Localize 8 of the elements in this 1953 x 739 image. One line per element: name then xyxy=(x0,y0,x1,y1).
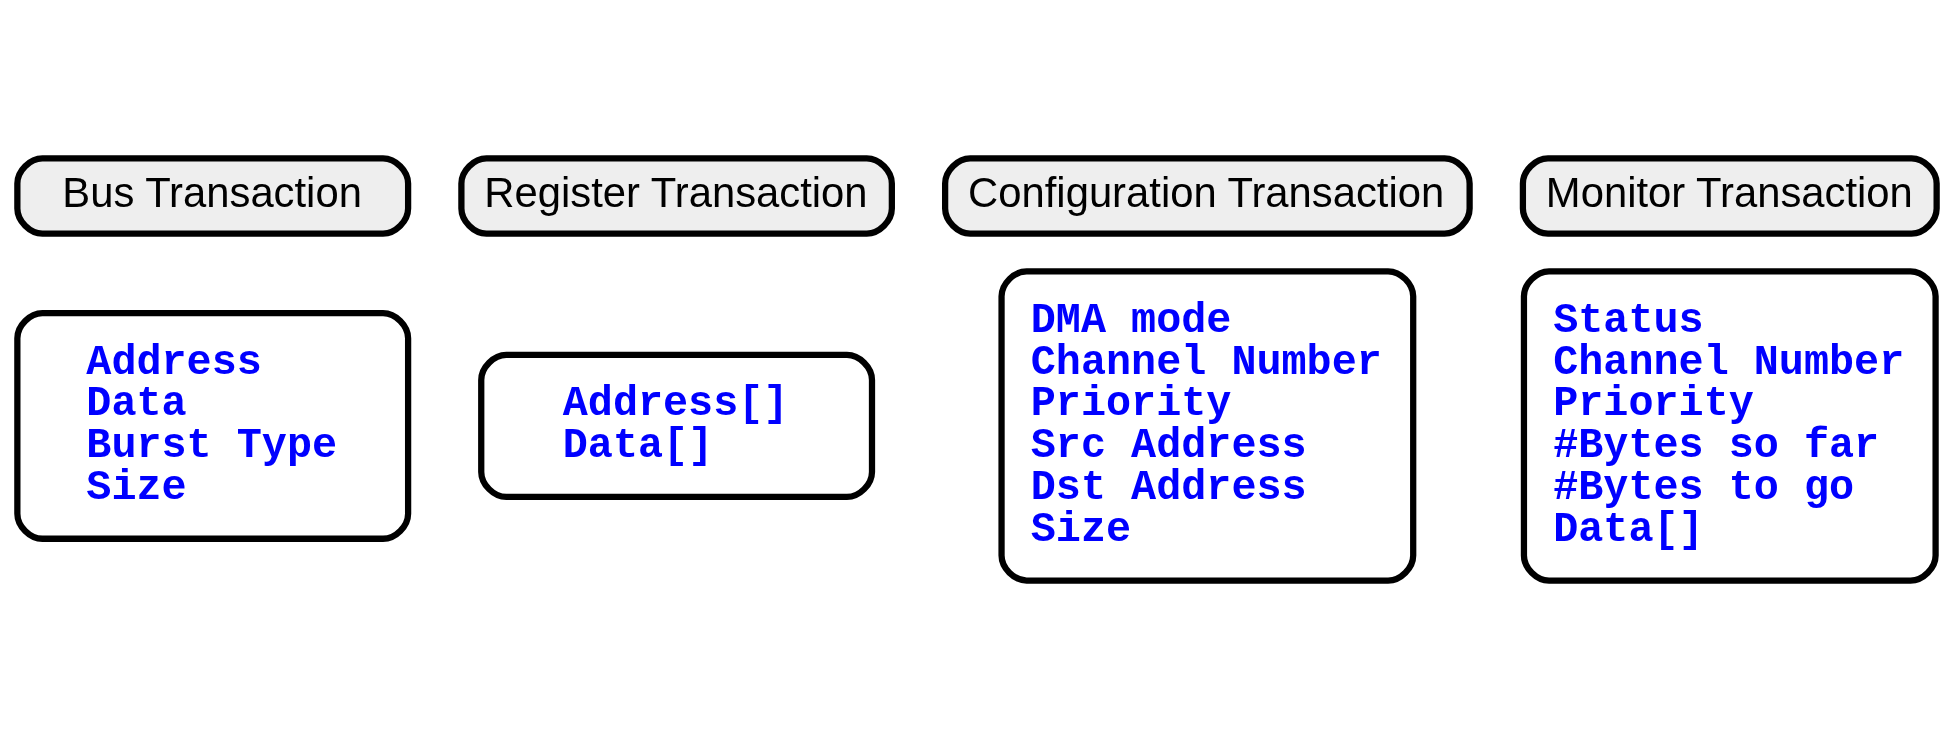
node-box: Monitor Transaction xyxy=(1519,155,1940,237)
node-box: DMA mode Channel Number Priority Src Address Dst Address Size xyxy=(997,268,1416,584)
node-box: Address[] Data[] xyxy=(477,351,875,501)
node-box: Status Channel Number Priority #Bytes so far #Bytes to go Data[] xyxy=(1520,268,1939,584)
node-box: Configuration Transaction xyxy=(941,155,1473,237)
node-box: Register Transaction xyxy=(457,155,895,237)
node-box: Address Data Burst Type Size xyxy=(13,309,411,542)
node-box: Bus Transaction xyxy=(13,155,411,237)
